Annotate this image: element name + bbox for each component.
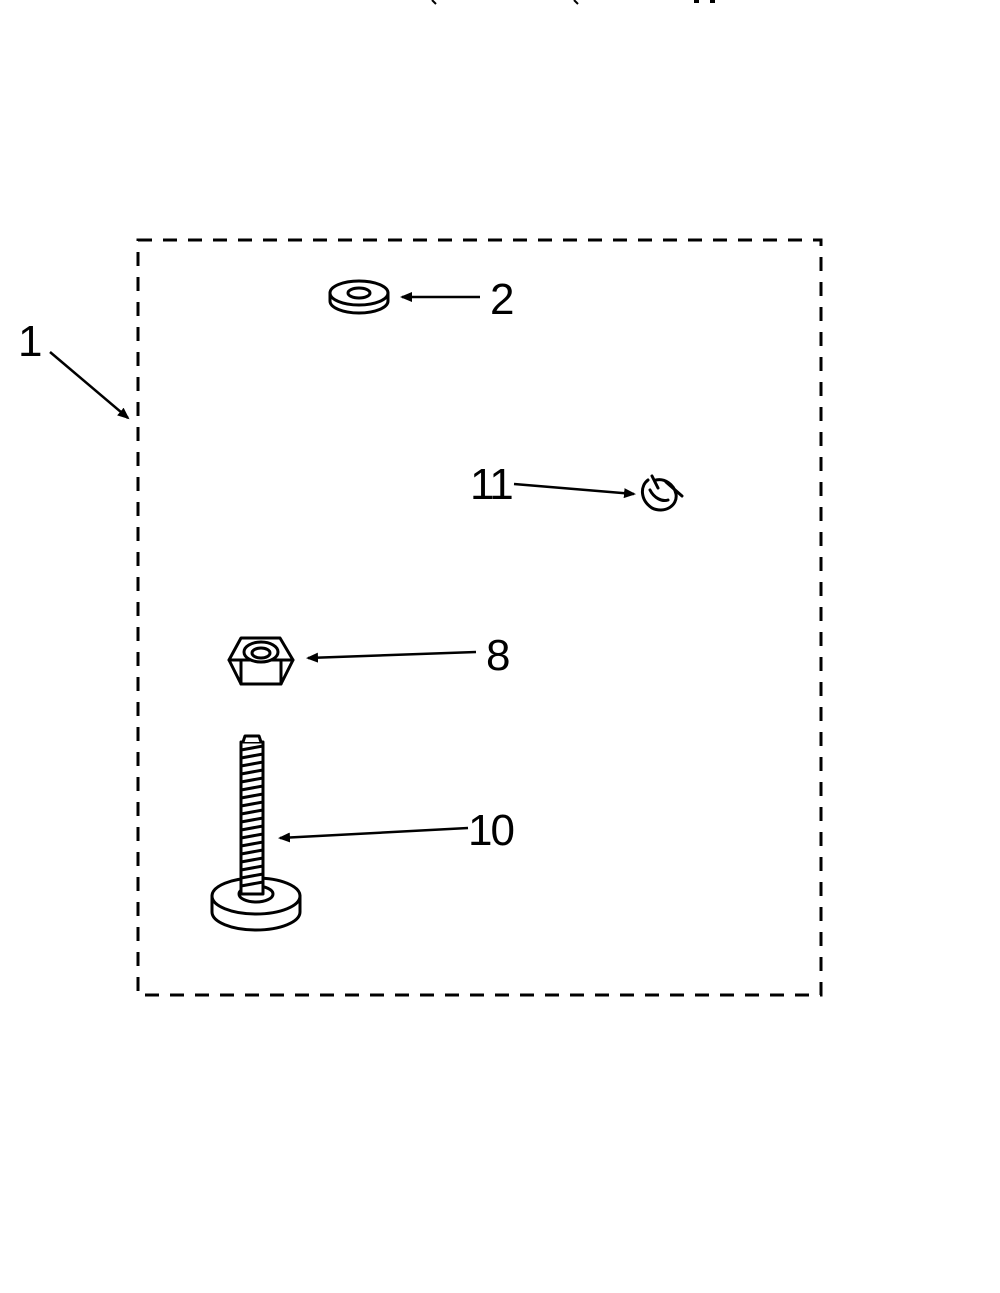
clip-icon [641,474,684,512]
kit-boundary [136,238,823,997]
leader-1 [49,351,130,420]
leader-11 [513,482,636,499]
callout-10: 10 [468,806,513,855]
leader-8 [306,650,477,663]
hex-nut-icon [227,636,295,686]
top-edge-fragments [431,0,715,5]
leveling-foot-bolt-icon [210,734,302,932]
callout-8: 8 [486,631,509,680]
callout-1: 1 [18,317,41,366]
callout-2: 2 [490,275,513,324]
callout-11: 11 [470,460,512,509]
washer-icon [328,279,390,315]
leader-10 [278,826,469,843]
